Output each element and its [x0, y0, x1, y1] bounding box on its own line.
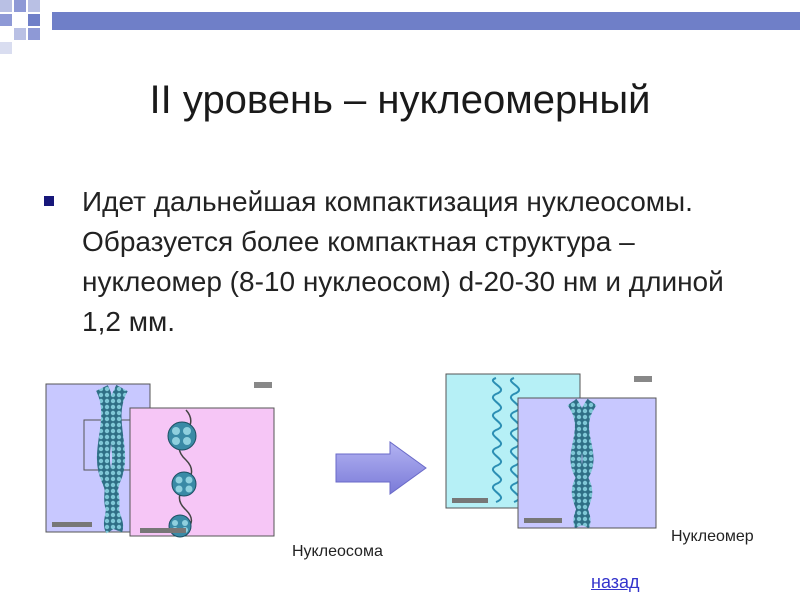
right-arrow-icon: [335, 441, 427, 495]
bullet-text: Идет дальнейшая компактизация нуклеосомы…: [82, 186, 724, 337]
back-link[interactable]: назад: [591, 572, 640, 592]
bullet-square-icon: [44, 196, 54, 206]
slide-title: II уровень – нуклеомерный: [149, 78, 651, 122]
bullet-item: Идет дальнейшая компактизация нуклеосомы…: [44, 182, 764, 342]
nucleomer-figure: [445, 373, 657, 529]
nucleosome-figure: [45, 382, 275, 538]
header-decoration: [0, 0, 800, 54]
nucleosome-caption: Нуклеосома: [292, 543, 383, 560]
nucleomer-caption: Нуклеомер: [671, 528, 754, 545]
